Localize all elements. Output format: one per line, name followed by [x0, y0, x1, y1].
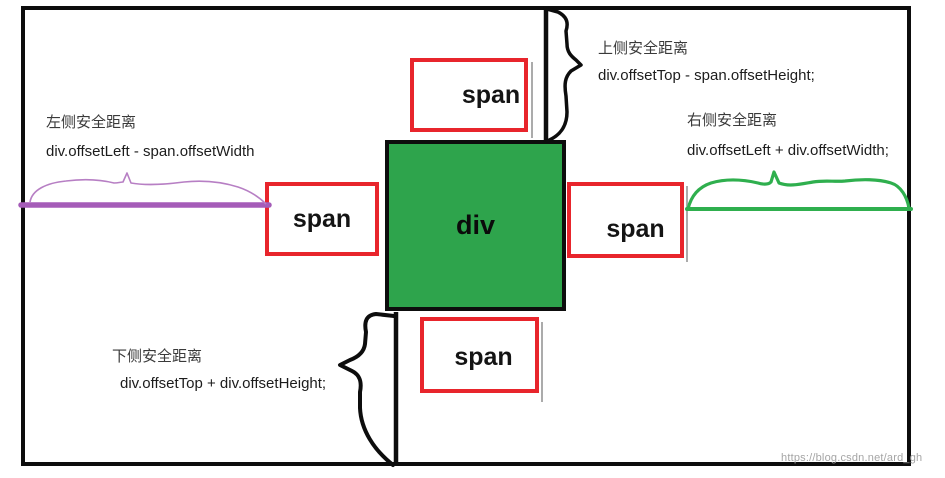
- left-distance-marker-sketch: [18, 172, 272, 208]
- top-distance-annotation: 上侧安全距离 div.offsetTop - span.offsetHeight…: [598, 40, 815, 85]
- left-distance-code: div.offsetLeft - span.offsetWidth: [46, 143, 255, 160]
- span-box-right: span: [567, 182, 684, 258]
- right-span-shadow-line: [686, 186, 688, 262]
- span-box-top: span: [410, 58, 528, 132]
- top-span-shadow-line: [531, 62, 533, 138]
- span-right-label: span: [606, 215, 665, 243]
- bottom-brace-sketch: [338, 312, 399, 467]
- bottom-distance-title: 下侧安全距离: [112, 348, 203, 365]
- right-distance-annotation: 右侧安全距离 div.offsetLeft + div.offsetWidth;: [687, 112, 889, 160]
- bottom-distance-code: div.offsetTop + div.offsetHeight;: [120, 375, 327, 392]
- bottom-span-shadow-line: [541, 322, 543, 402]
- center-div-label: div: [455, 210, 495, 240]
- right-distance-title: 右侧安全距离: [687, 112, 778, 129]
- top-brace-sketch: [543, 6, 583, 143]
- right-distance-code: div.offsetLeft + div.offsetWidth;: [687, 142, 889, 159]
- span-top-label: span: [461, 80, 521, 109]
- csdn-watermark: https://blog.csdn.net/ard_gh: [781, 452, 923, 464]
- top-distance-code: div.offsetTop - span.offsetHeight;: [598, 67, 815, 84]
- span-box-bottom: span: [420, 317, 539, 393]
- span-left-label: span: [292, 204, 352, 233]
- left-distance-annotation: 左侧安全距离 div.offsetLeft - span.offsetWidth: [46, 114, 254, 161]
- span-box-left: span: [265, 182, 379, 256]
- outer-frame: [21, 6, 911, 466]
- right-distance-marker-sketch: [685, 170, 913, 211]
- bottom-distance-annotation: 下侧安全距离 div.offsetTop + div.offsetHeight;: [112, 348, 326, 393]
- left-distance-title: 左侧安全距离: [46, 114, 137, 131]
- span-bottom-label: span: [454, 342, 513, 371]
- top-distance-title: 上侧安全距离: [598, 40, 689, 57]
- center-div-box: div: [385, 140, 566, 311]
